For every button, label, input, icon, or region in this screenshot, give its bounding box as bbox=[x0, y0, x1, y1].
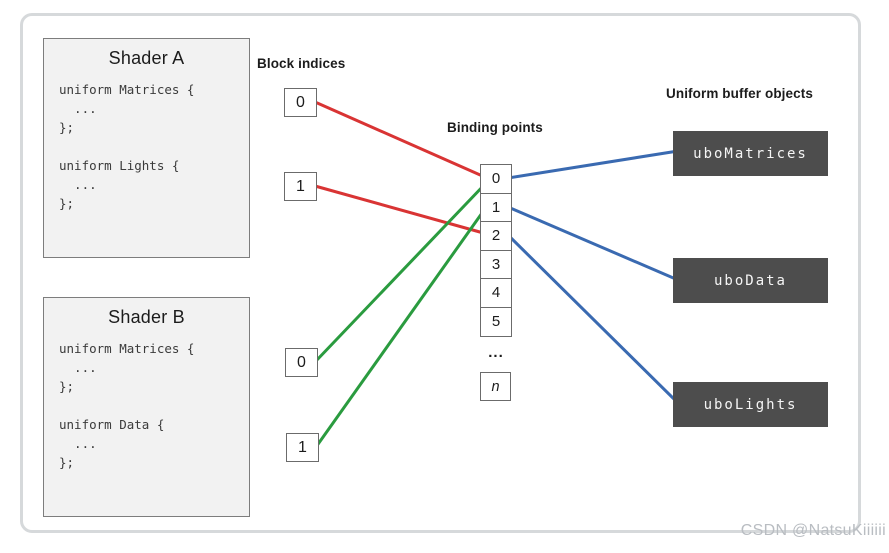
binding-points-ellipsis: ... bbox=[488, 344, 504, 361]
uniform-buffer-objects-heading: Uniform buffer objects bbox=[666, 86, 813, 101]
watermark: CSDN @NatsuKiiiiii bbox=[740, 522, 886, 539]
shader-b-block-index-0: 0 bbox=[285, 348, 318, 377]
shader-a-block-index-1: 1 bbox=[284, 172, 317, 201]
shader-b-box: Shader B uniform Matrices { ... }; unifo… bbox=[43, 297, 250, 517]
shader-b-title: Shader B bbox=[108, 307, 185, 327]
binding-point-3: 3 bbox=[481, 250, 511, 279]
binding-point-4: 4 bbox=[481, 279, 511, 308]
shader-a-box: Shader A uniform Matrices { ... }; unifo… bbox=[43, 38, 250, 258]
block-indices-heading: Block indices bbox=[257, 56, 346, 71]
ubo-matrices-box: uboMatrices bbox=[673, 131, 828, 176]
shader-b-block-index-1: 1 bbox=[286, 433, 319, 462]
shader-a-code: uniform Matrices { ... }; uniform Lights… bbox=[59, 82, 195, 211]
binding-point-n: n bbox=[480, 372, 511, 401]
ubo-lights-box: uboLights bbox=[673, 382, 828, 427]
shader-b-code: uniform Matrices { ... }; uniform Data {… bbox=[59, 341, 195, 470]
binding-point-1: 1 bbox=[481, 193, 511, 222]
shader-a-block-index-0: 0 bbox=[284, 88, 317, 117]
binding-point-5: 5 bbox=[481, 307, 511, 336]
ubo-data-box: uboData bbox=[673, 258, 828, 303]
binding-point-0: 0 bbox=[481, 165, 511, 194]
binding-point-2: 2 bbox=[481, 222, 511, 251]
binding-points-heading: Binding points bbox=[447, 120, 543, 135]
binding-points-column: 0 1 2 3 4 5 bbox=[480, 164, 512, 337]
shader-a-title: Shader A bbox=[108, 48, 185, 68]
